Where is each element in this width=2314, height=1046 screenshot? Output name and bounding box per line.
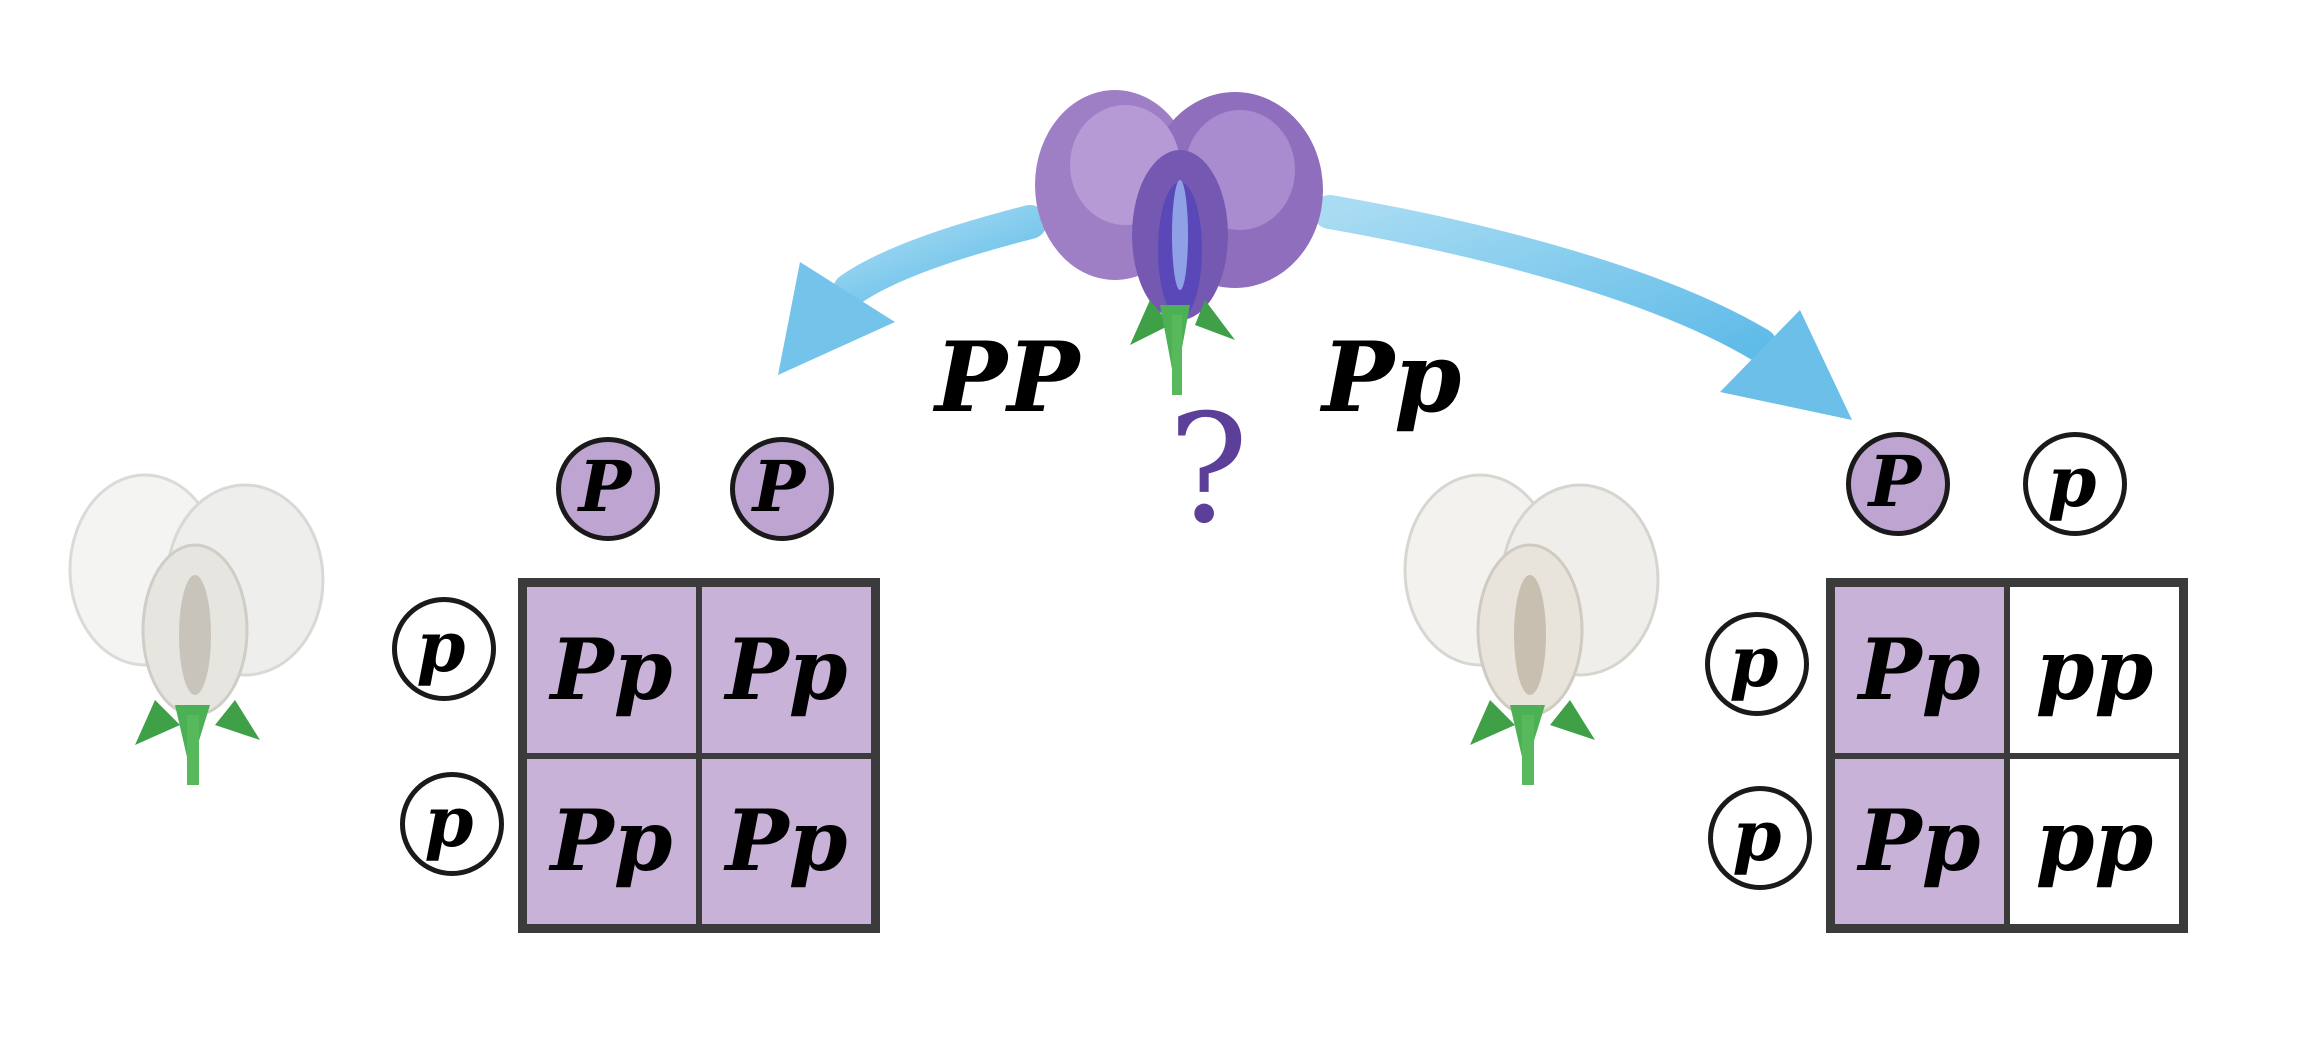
white-flower-right-icon xyxy=(1403,473,1660,785)
left-top-allele-1: P xyxy=(556,437,660,541)
genotype-option-pp-label: PP xyxy=(935,321,1080,434)
right-side-allele-2: p xyxy=(1708,786,1812,890)
right-cell-1-2: pp xyxy=(2007,584,2182,756)
left-cell-2-1: Pp xyxy=(524,755,699,927)
right-cell-1-1: Pp xyxy=(1832,584,2007,756)
left-cell-2-2: Pp xyxy=(699,755,874,927)
unknown-genotype-question-mark: ? xyxy=(1168,383,1249,557)
right-side-allele-1: p xyxy=(1705,612,1809,716)
right-top-allele-2: p xyxy=(2023,432,2127,536)
white-flower-left-icon xyxy=(68,473,325,785)
right-cell-2-1: Pp xyxy=(1832,755,2007,927)
left-punnett-square: Pp Pp Pp Pp xyxy=(518,578,880,933)
right-cell-2-2: pp xyxy=(2007,755,2182,927)
arrow-right-icon xyxy=(1313,195,1852,420)
right-top-allele-1: P xyxy=(1846,432,1950,536)
arrow-left-icon xyxy=(778,205,1047,375)
left-side-allele-2: p xyxy=(400,772,504,876)
genotype-option-pp-hetero-label: Pp xyxy=(1322,321,1462,434)
left-cell-1-1: Pp xyxy=(524,584,699,756)
left-side-allele-1: p xyxy=(392,597,496,701)
left-cell-1-2: Pp xyxy=(699,584,874,756)
left-top-allele-2: P xyxy=(730,437,834,541)
purple-flower-icon xyxy=(1035,90,1323,395)
right-punnett-square: Pp pp Pp pp xyxy=(1826,578,2188,933)
